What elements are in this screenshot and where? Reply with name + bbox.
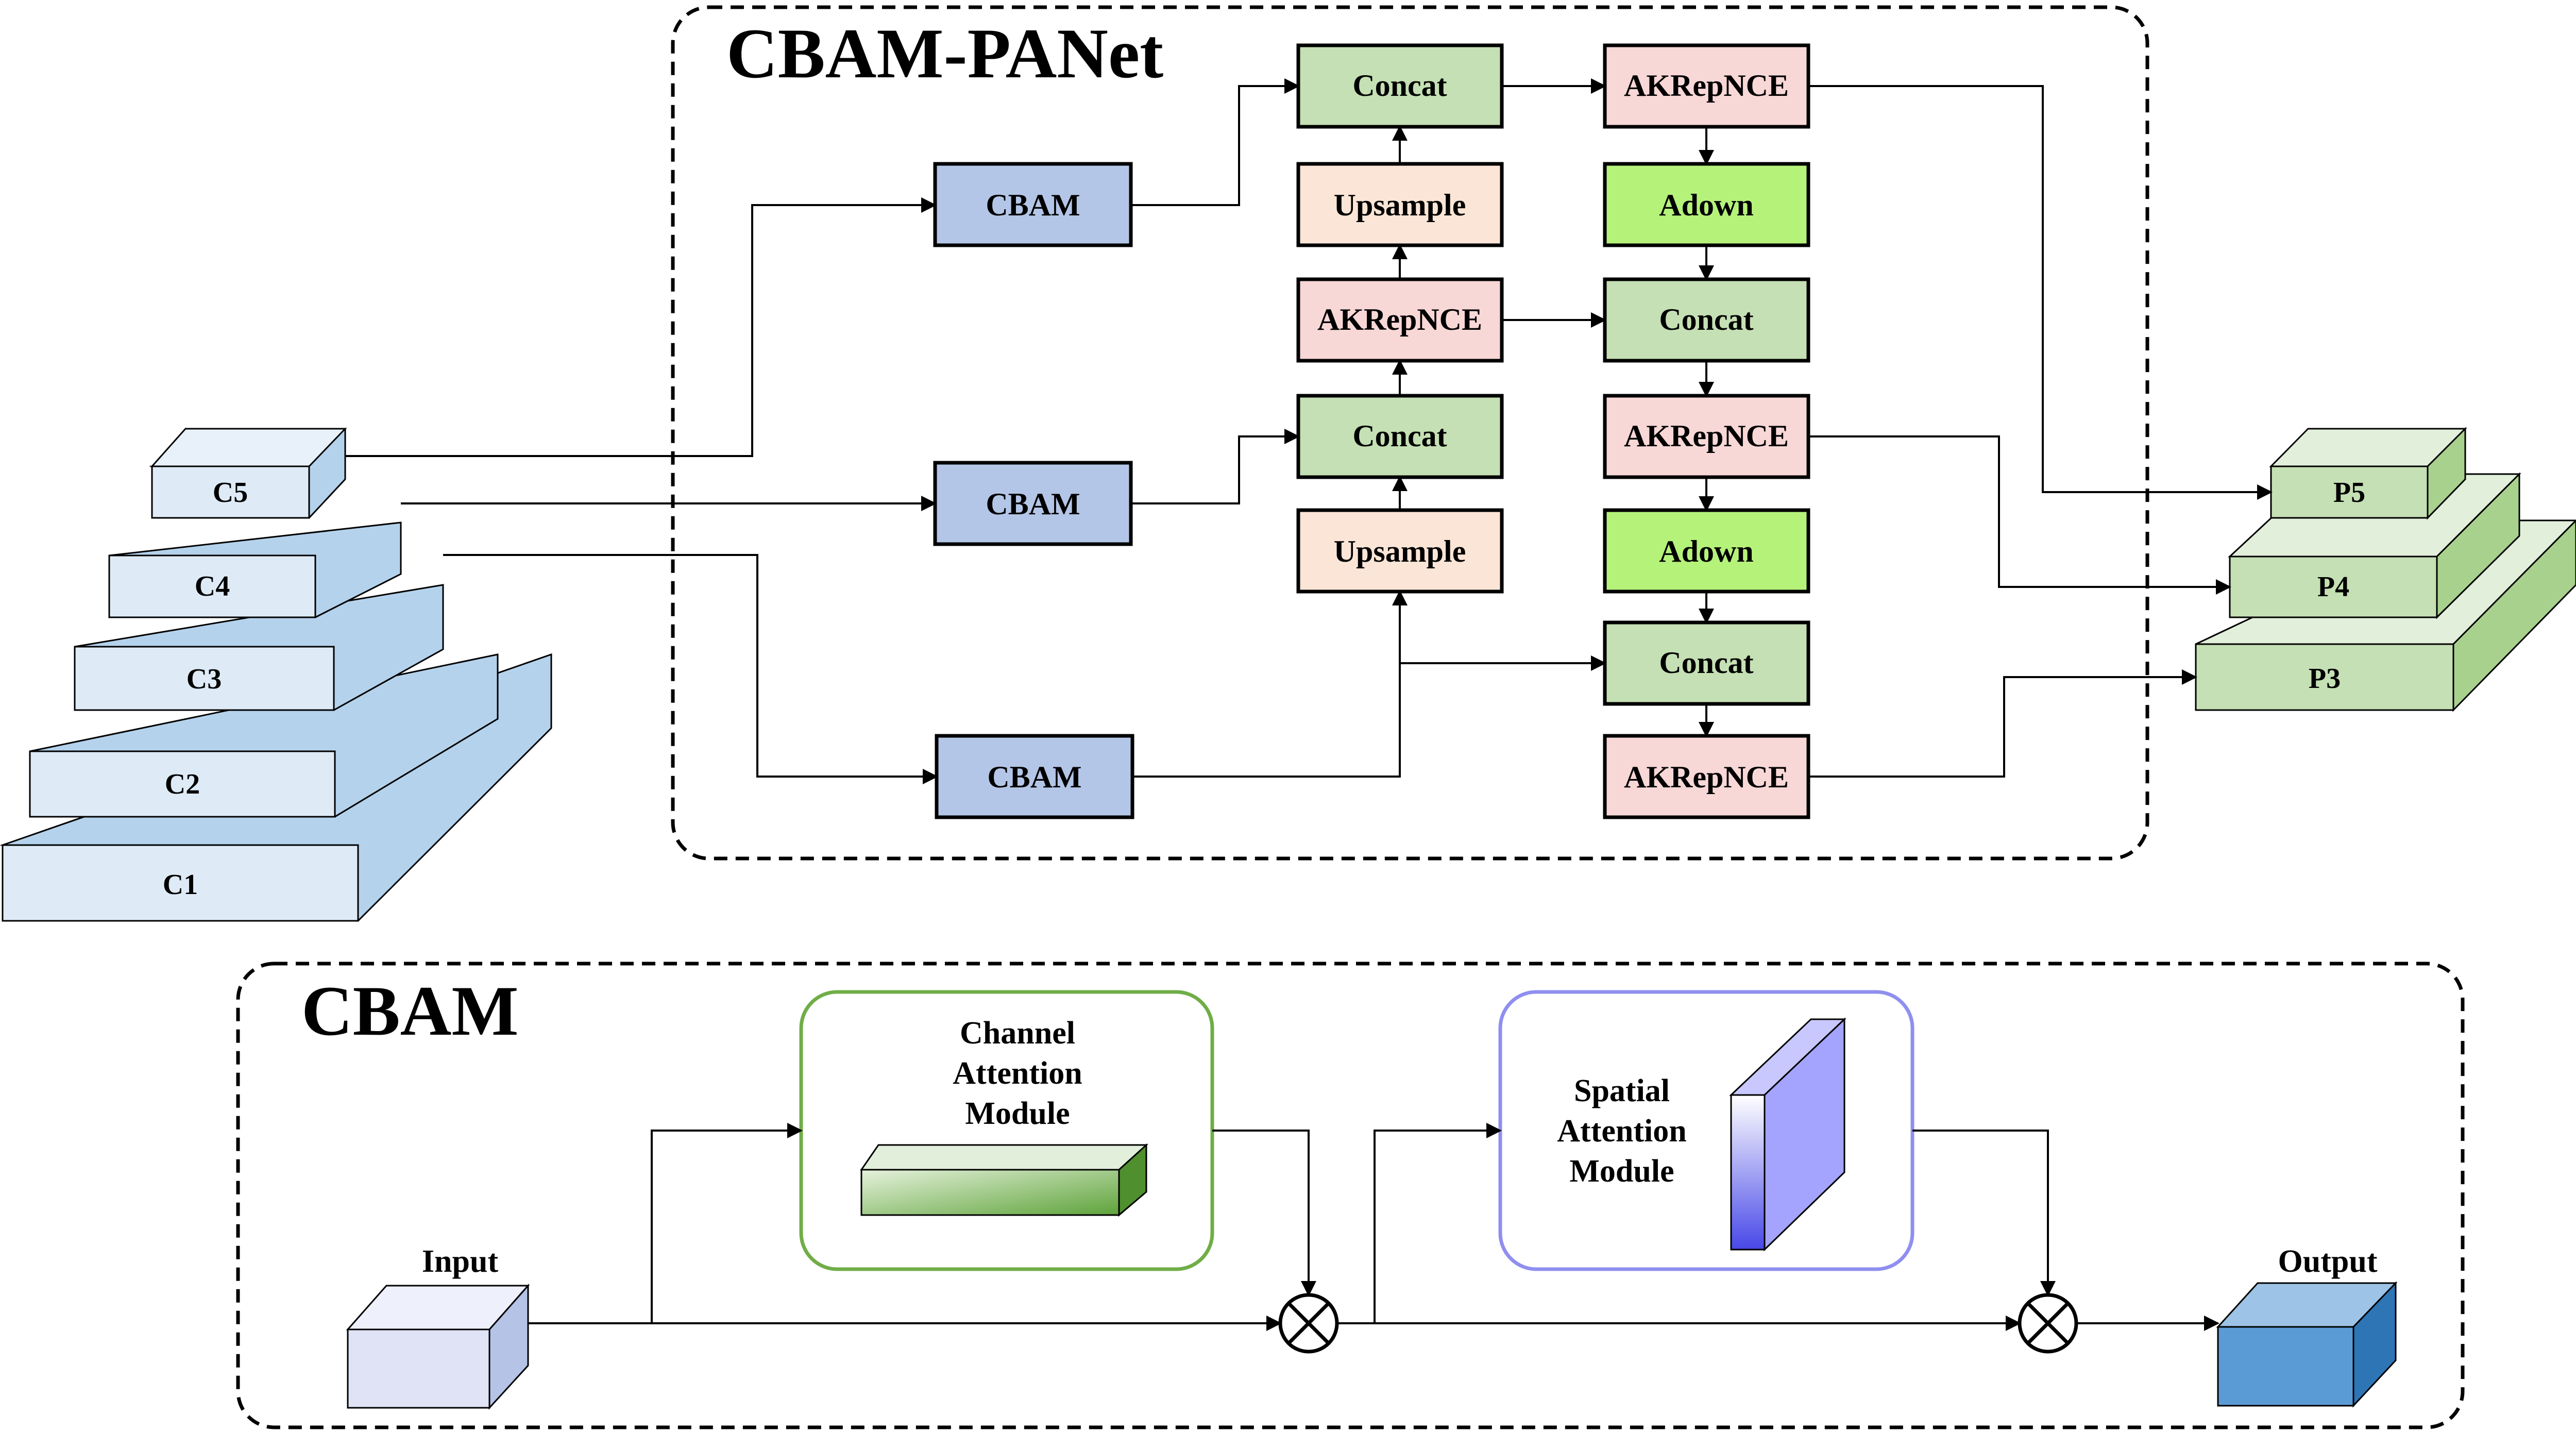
panet-title: CBAM-PANet <box>726 14 1163 93</box>
arrow-input-to-channel-module <box>651 1123 803 1323</box>
backbone-level-c5: C5 <box>149 428 347 519</box>
svg-text:Upsample: Upsample <box>1334 188 1466 222</box>
input-cube <box>346 1284 530 1410</box>
svg-text:P4: P4 <box>2317 571 2349 603</box>
svg-text:C3: C3 <box>187 663 222 695</box>
channel-attention-bar <box>860 1143 1148 1217</box>
cbam-frame <box>236 962 2465 1429</box>
cbam-block-middle: CBAM <box>933 461 1133 546</box>
panet-blocks: CBAM CBAM CBAM Concat Upsample AKRepNCE … <box>933 43 1810 819</box>
svg-text:Spatial: Spatial <box>1574 1073 1670 1108</box>
arrow-to-p5 <box>1808 85 2273 500</box>
svg-text:Concat: Concat <box>1659 302 1753 336</box>
concat-block-td-middle: Concat <box>1296 394 1504 479</box>
input-label: Input <box>422 1244 499 1279</box>
adown-block-bottom: Adown <box>1603 508 1810 594</box>
svg-text:Module: Module <box>965 1096 1070 1131</box>
akrepnce-block-bu-middle: AKRepNCE <box>1603 394 1810 479</box>
backbone-level-c4: C4 <box>108 521 402 618</box>
arrow-to-p3 <box>1808 669 2197 778</box>
cbam-block-top: CBAM <box>933 162 1133 247</box>
panet-connections <box>345 78 2273 784</box>
arrow-c3-to-cbam <box>443 554 938 784</box>
output-label: Output <box>2278 1244 2378 1279</box>
svg-text:Attention: Attention <box>953 1056 1082 1091</box>
output-cube <box>2216 1281 2398 1408</box>
svg-text:Concat: Concat <box>1352 69 1447 103</box>
akrepnce-block-bu-top: AKRepNCE <box>1603 43 1810 129</box>
akrepnce-block-td: AKRepNCE <box>1296 277 1504 363</box>
svg-text:Upsample: Upsample <box>1334 534 1466 568</box>
arrow-channel-module-to-multiply-1 <box>1212 1130 1316 1296</box>
arrow-to-spatial-module <box>1374 1123 1502 1323</box>
backbone-pyramid: C1 C2 C3 C4 C5 <box>0 428 552 922</box>
svg-text:AKRepNCE: AKRepNCE <box>1624 419 1789 453</box>
multiply-operator-1 <box>1278 1293 1339 1354</box>
output-pyramid: P3 P4 P5 <box>2195 427 2576 712</box>
concat-block-bu-bottom: Concat <box>1603 620 1810 706</box>
svg-text:Concat: Concat <box>1352 419 1447 453</box>
upsample-block-bottom: Upsample <box>1296 508 1504 594</box>
svg-text:AKRepNCE: AKRepNCE <box>1317 302 1482 336</box>
svg-text:Concat: Concat <box>1659 646 1753 680</box>
spatial-attention-module: Spatial Attention Module <box>1498 990 1914 1271</box>
svg-text:CBAM: CBAM <box>987 760 1081 794</box>
svg-text:C4: C4 <box>195 570 230 602</box>
svg-text:C1: C1 <box>163 869 198 901</box>
akrepnce-block-bu-bottom: AKRepNCE <box>1603 734 1810 819</box>
svg-text:Adown: Adown <box>1659 188 1753 222</box>
arrow-to-p4 <box>1808 435 2231 595</box>
spatial-attention-slab <box>1729 1017 1846 1252</box>
cbam-block-bottom: CBAM <box>935 734 1134 819</box>
concat-block-td-top: Concat <box>1296 43 1504 129</box>
output-level-p5: P5 <box>2269 427 2467 520</box>
arrow-c5-to-cbam <box>345 197 937 457</box>
svg-text:C2: C2 <box>165 768 200 800</box>
svg-text:Channel: Channel <box>960 1016 1075 1051</box>
svg-text:CBAM: CBAM <box>986 188 1080 222</box>
svg-text:Adown: Adown <box>1659 534 1753 568</box>
channel-attention-module: Channel Attention Module <box>799 990 1214 1271</box>
cbam-title: CBAM <box>301 971 519 1050</box>
adown-block-top: Adown <box>1603 162 1810 247</box>
arrow-cbam-top-to-concat <box>1131 78 1300 206</box>
svg-text:C5: C5 <box>213 477 248 509</box>
svg-text:CBAM: CBAM <box>986 487 1080 521</box>
svg-text:AKRepNCE: AKRepNCE <box>1624 760 1789 794</box>
cbam-connections <box>528 1123 2219 1331</box>
svg-text:P5: P5 <box>2333 477 2365 509</box>
arrow-spatial-module-to-multiply-2 <box>1912 1130 2056 1296</box>
panet-frame <box>671 5 2149 861</box>
svg-text:AKRepNCE: AKRepNCE <box>1624 69 1789 103</box>
arrow-cbam-middle-to-concat <box>1131 429 1300 504</box>
svg-text:Module: Module <box>1569 1154 1674 1189</box>
upsample-block-top: Upsample <box>1296 162 1504 247</box>
concat-block-bu-top: Concat <box>1603 277 1810 363</box>
svg-text:P3: P3 <box>2309 663 2341 695</box>
svg-text:Attention: Attention <box>1557 1114 1686 1149</box>
multiply-operator-2 <box>2018 1293 2078 1354</box>
arrow-cbam-bottom-to-upsample <box>1132 590 1408 778</box>
